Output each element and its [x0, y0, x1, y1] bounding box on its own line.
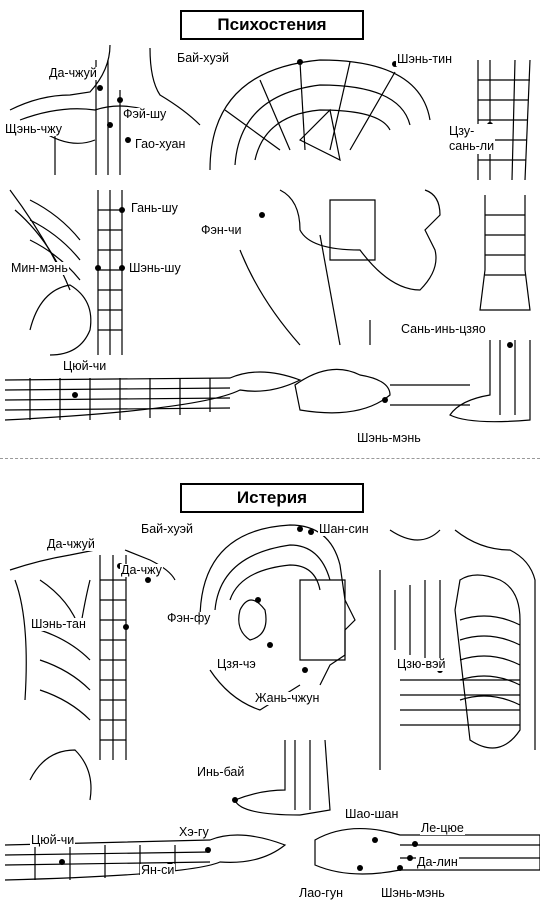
point-label-shen-shu: Шэнь-шу — [128, 261, 182, 275]
section-psychasthenia: Психостения Да-чжуй Фэй-шу Щэнь-чжу Гао-… — [0, 0, 540, 450]
point-label-gao-huan: Гао-хуан — [134, 137, 187, 151]
point-label-yan-si: Ян-си — [140, 863, 176, 877]
point-label-tszya-che: Цзя-чэ — [216, 657, 257, 671]
point-label-in-bai: Инь-бай — [196, 765, 246, 779]
point-label-lao-gun: Лао-гун — [298, 886, 344, 900]
point-label-shao-shan: Шао-шан — [344, 807, 400, 821]
section-title: Психостения — [180, 10, 364, 40]
point-label-shen-tin: Шэнь-тин — [396, 52, 454, 66]
point-label-tsui-chi: Цюй-чи — [30, 833, 76, 847]
point-label-bai-huei: Бай-хуэй — [140, 522, 195, 536]
point-label-san-in-tszyao: Сань-инь-цзяо — [400, 322, 487, 336]
point-label-fen-chi: Фэн-чи — [200, 223, 243, 237]
point-label-he-gu: Хэ-гу — [178, 825, 210, 839]
section-divider — [0, 458, 540, 459]
point-label-zhan-chzhun: Жань-чжун — [254, 691, 321, 705]
point-label-tsui-chi: Цюй-чи — [62, 359, 108, 373]
point-label-shen-chzhu: Щэнь-чжу — [4, 122, 63, 136]
section-hysteria: Истерия Бай-хуэй Шан-син Да-чжуй Да-чжу … — [0, 470, 540, 907]
point-label-da-chzhui: Да-чжуй — [48, 66, 98, 80]
section-1-illustrations — [4, 44, 531, 423]
point-label-da-chzhui: Да-чжуй — [46, 537, 96, 551]
point-label-shen-men: Шэнь-мэнь — [356, 431, 422, 445]
section-title: Истерия — [180, 483, 364, 513]
point-label-fen-fu: Фэн-фу — [166, 611, 212, 625]
point-label-min-men: Мин-мэнь — [10, 261, 69, 275]
section-2-illustrations — [4, 524, 540, 881]
point-label-shan-sin: Шан-син — [318, 522, 370, 536]
point-label-fei-shu: Фэй-шу — [122, 107, 168, 121]
point-label-le-tsyue: Ле-цюе — [420, 821, 465, 835]
point-label-tszyu-vei: Цзю-вэй — [396, 657, 447, 671]
point-label-shen-tan: Шэнь-тан — [30, 617, 87, 631]
point-label-da-chzhu: Да-чжу — [120, 563, 163, 577]
point-label-bai-huei: Бай-хуэй — [176, 51, 231, 65]
point-label-shen-men: Шэнь-мэнь — [380, 886, 446, 900]
point-label-gan-shu: Гань-шу — [130, 201, 179, 215]
point-label-tsu-san-li: Цзу- сань-ли — [448, 124, 496, 154]
point-label-da-lin: Да-лин — [416, 855, 459, 869]
